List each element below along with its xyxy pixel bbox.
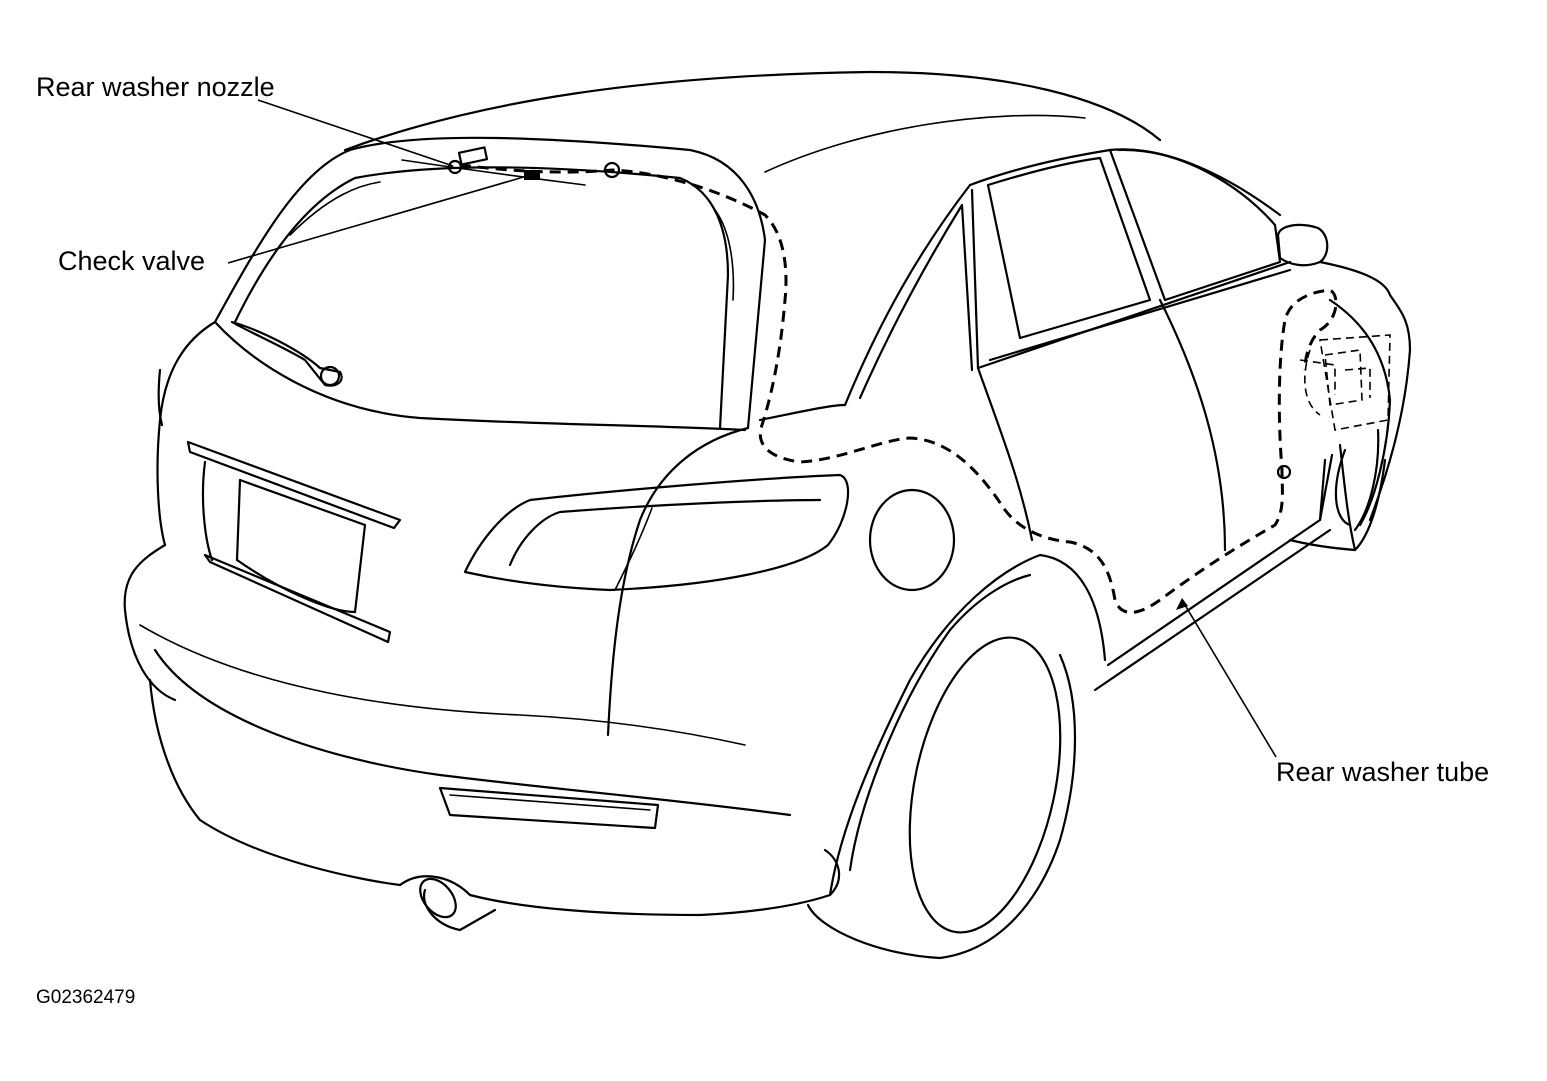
leader-arrowhead <box>1176 598 1188 610</box>
label-rear-washer-tube: Rear washer tube <box>1276 757 1490 787</box>
rear-door <box>976 298 1227 552</box>
roof <box>343 70 1162 173</box>
side-mirror <box>1276 223 1329 267</box>
side-windows <box>843 148 1292 407</box>
washer-nozzle-assembly <box>447 146 621 180</box>
license-plate-area <box>186 440 402 644</box>
front-wheel <box>1334 428 1380 532</box>
exhaust-pipe <box>419 877 497 932</box>
bumper-reflector <box>438 786 660 830</box>
callout-leaders <box>227 99 1277 758</box>
leader-check-valve <box>227 175 528 264</box>
rear-hatch <box>213 136 767 432</box>
rear-wiper <box>230 320 343 387</box>
quarter-panel <box>148 403 956 887</box>
tail-light <box>463 473 850 592</box>
bumper-lower <box>398 848 841 917</box>
front-fender <box>1288 260 1412 552</box>
rear-washer-tube-route <box>459 163 1338 614</box>
body-rear <box>123 320 746 746</box>
washer-tank-hidden <box>1299 334 1391 431</box>
label-check-valve: Check valve <box>58 246 206 276</box>
rocker-sill <box>1093 453 1334 692</box>
check-valve-marker <box>524 170 540 180</box>
label-rear-washer-nozzle: Rear washer nozzle <box>36 72 275 102</box>
leader-rear-washer-tube <box>1181 599 1277 758</box>
figure-code: G02362479 <box>36 987 136 1008</box>
rear-wheel <box>806 553 1107 960</box>
leader-rear-washer-nozzle <box>257 99 454 167</box>
